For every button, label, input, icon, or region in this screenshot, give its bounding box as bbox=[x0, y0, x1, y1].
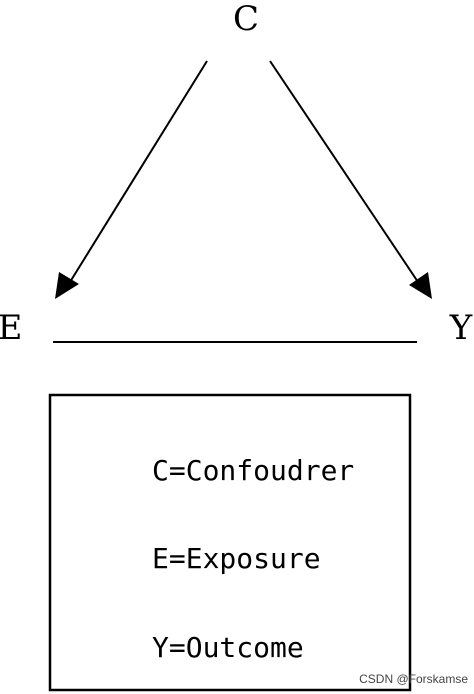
legend-item-confounder: C=Confoudrer bbox=[152, 454, 354, 487]
node-outcome: Y bbox=[449, 308, 473, 348]
node-confounder: C bbox=[233, 0, 259, 39]
legend-item-outcome: Y=Outcome bbox=[152, 631, 304, 664]
arrowhead-e bbox=[55, 272, 79, 299]
edge-c-to-e bbox=[55, 60, 208, 299]
watermark: CSDN @Forskamse bbox=[359, 672, 468, 686]
arrowhead-y bbox=[409, 272, 432, 299]
node-exposure: E bbox=[0, 308, 22, 348]
legend-box: C=Confoudrer E=Exposure Y=Outcome bbox=[48, 393, 412, 692]
legend-item-exposure: E=Exposure bbox=[152, 542, 321, 575]
edge-c-to-y bbox=[269, 60, 432, 299]
